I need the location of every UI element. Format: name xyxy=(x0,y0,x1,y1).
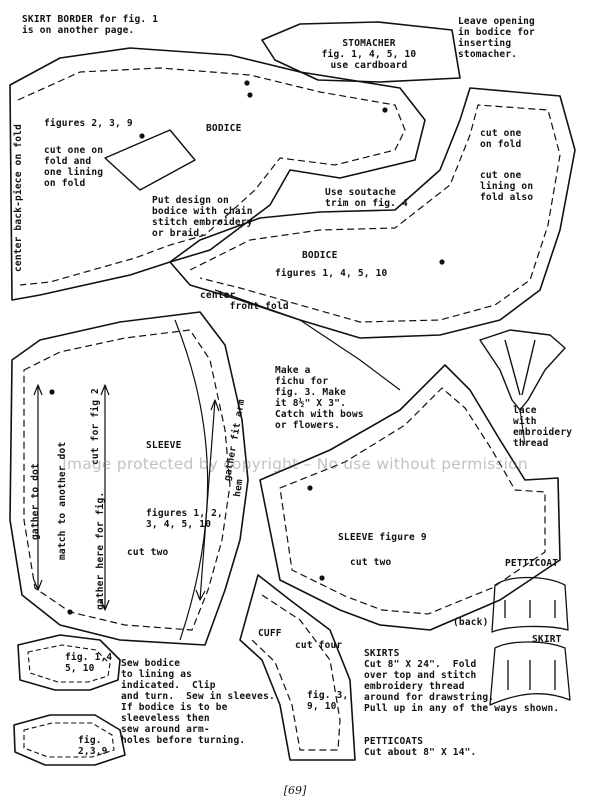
sleeve-right-seam xyxy=(279,387,546,615)
bodice-front-title: BODICE xyxy=(302,250,338,261)
gather-to-dot-label: gather to dot xyxy=(30,463,41,540)
sleeve-arrow-1 xyxy=(33,384,43,591)
back-bodice-piece xyxy=(9,47,426,301)
small-piece-fig14 xyxy=(17,634,121,691)
cut-lining-fold-right: cut one lining on fold also xyxy=(480,170,534,203)
sleeve-piece-left xyxy=(9,311,249,646)
sleeve-left-inner-line xyxy=(174,319,209,641)
cuff-piece xyxy=(239,574,356,761)
small-piece-fig239-seam xyxy=(23,722,115,758)
fig-1-4-label: fig. 1,4 5, 10 xyxy=(65,652,113,674)
skirt-title: SKIRT xyxy=(532,634,562,645)
pattern-dot xyxy=(49,389,55,395)
lace-leader-line xyxy=(519,409,526,446)
cut-four-label: cut four xyxy=(295,640,343,651)
pattern-dot xyxy=(382,107,388,113)
cut-two-right: cut two xyxy=(350,557,392,568)
use-soutache-note: Use soutache trim on fig. 4 xyxy=(325,187,408,209)
sleeve-title: SLEEVE xyxy=(146,440,182,451)
stomacher-piece xyxy=(261,21,461,83)
cut-one-fold-right: cut one on fold xyxy=(480,128,522,150)
cut-one-lining-note: cut one on fold and one lining on fold xyxy=(44,145,104,189)
sew-bodice-note: Sew bodice to lining as indicated. Clip … xyxy=(121,658,275,746)
sleeve-left-seam xyxy=(23,329,231,631)
small-piece-fig14-seam xyxy=(27,644,111,683)
gather-here-label: gather here for fig. xyxy=(95,491,106,610)
figures-14510-label: figures 1, 4, 5, 10 xyxy=(275,268,388,279)
skirt-sketch xyxy=(489,641,571,706)
back-bodice-dart xyxy=(104,129,196,191)
stomacher-label: STOMACHER fig. 1, 4, 5, 10 use cardboard xyxy=(321,38,417,71)
fig-3-9-10-label: fig. 3, 9, 10 xyxy=(307,690,349,712)
figures-sleeve-label: figures 1, 2, 3, 4, 5, 10 xyxy=(146,508,223,530)
pattern-dot xyxy=(247,92,253,98)
center-back-fold-label: center back-piece on fold xyxy=(13,124,24,272)
center-front-fold-line xyxy=(214,289,401,391)
back-label: (back) xyxy=(453,617,489,628)
sleeve-arrow-3 xyxy=(195,399,220,601)
make-fichu-note: Make a fichu for fig. 3. Make it 8½" X 3… xyxy=(275,365,364,431)
pattern-dot xyxy=(319,575,325,581)
petticoat-sketch xyxy=(491,576,569,633)
pattern-dot xyxy=(67,609,73,615)
pattern-dot xyxy=(244,80,250,86)
cut-two-left: cut two xyxy=(127,547,169,558)
lace-note: lace with embroidery thread xyxy=(513,405,573,449)
petticoat-title: PETTICOAT xyxy=(505,558,559,569)
copyright-watermark: Image protected by copyright – No use wi… xyxy=(62,455,528,473)
page-number: [69] xyxy=(283,784,307,797)
cut-for-fig2-label: cut for fig 2 xyxy=(90,388,101,465)
figures-239-label: figures 2, 3, 9 xyxy=(44,118,133,129)
skirt-border-note: SKIRT BORDER for fig. 1 is on another pa… xyxy=(22,14,159,36)
put-design-note: Put design on bodice with chain stitch e… xyxy=(152,195,253,239)
sleeve-arrow-2 xyxy=(100,384,110,611)
front-bodice-seam xyxy=(189,104,561,323)
back-bodice-seam xyxy=(17,67,406,286)
bodice-back-title: BODICE xyxy=(206,123,242,134)
pattern-dot xyxy=(139,133,145,139)
petticoats-instructions: PETTICOATS Cut about 8" X 14". xyxy=(364,736,477,758)
sleeve-fig9-title: SLEEVE figure 9 xyxy=(338,532,427,543)
fig-2-3-9-label: fig. 2,3,9 xyxy=(78,735,108,757)
sleeve-piece-right xyxy=(259,364,561,631)
center-front-fold-label: center front fold xyxy=(200,290,289,312)
laced-bodice-sketch xyxy=(479,329,566,411)
cuff-seam xyxy=(251,594,341,751)
leave-opening-note: Leave opening in bodice for inserting st… xyxy=(458,16,535,60)
skirts-instructions: SKIRTS Cut 8" X 24". Fold over top and s… xyxy=(364,648,560,714)
pattern-dot xyxy=(439,259,445,265)
small-piece-fig239 xyxy=(13,714,126,766)
pattern-dot xyxy=(307,485,313,491)
cuff-title: CUFF xyxy=(258,628,282,639)
